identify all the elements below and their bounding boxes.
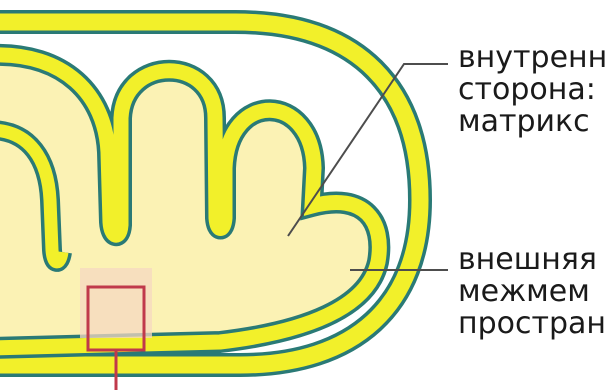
label-inner-matrix: внутренн сторона: матрикс (458, 42, 607, 138)
highlight-patch (80, 268, 152, 338)
label-outer-intermembrane: внешняя межмем простран (458, 244, 606, 340)
